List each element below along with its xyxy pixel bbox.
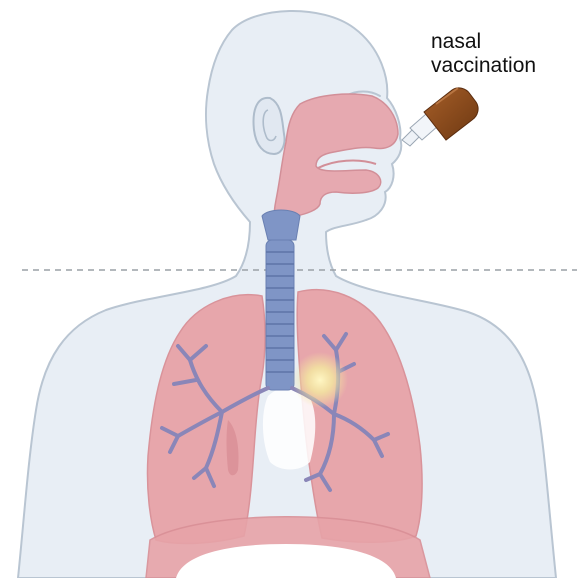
trachea bbox=[262, 210, 300, 390]
nasal-spray-bottle-icon bbox=[402, 88, 478, 146]
label-line-2: vaccination bbox=[431, 54, 536, 78]
vaccine-glow bbox=[292, 352, 348, 408]
label-line-1: nasal bbox=[431, 30, 536, 54]
nasal-vaccination-label: nasal vaccination bbox=[431, 30, 536, 78]
